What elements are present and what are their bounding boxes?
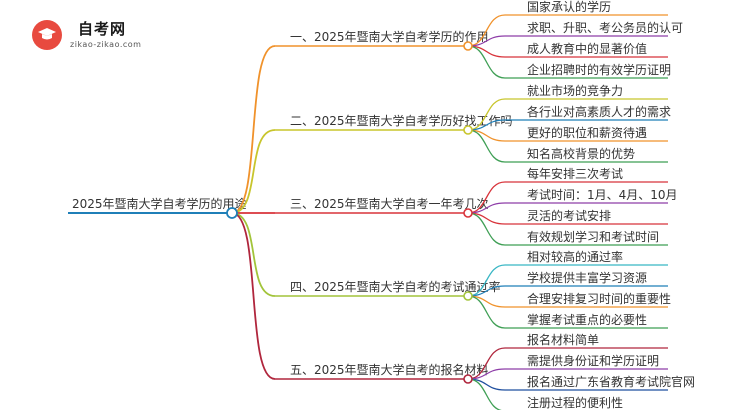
leaf-label: 灵活的考试安排 [527, 208, 611, 223]
root-node [226, 207, 238, 219]
branch-connector [231, 212, 276, 297]
leaf-connector [467, 45, 506, 79]
leaf-label: 需提供身份证和学历证明 [527, 353, 659, 368]
leaf-label: 掌握考试重点的必要性 [527, 312, 647, 327]
leaf-label: 国家承认的学历 [527, 0, 611, 14]
logo-title: 自考网 [78, 20, 127, 38]
branch-connector [231, 45, 276, 214]
leaf-label: 学校提供丰富学习资源 [527, 270, 647, 285]
site-logo[interactable]: 自考网 zikao-zikao.com [32, 16, 142, 56]
leaf-label: 相对较高的通过率 [527, 249, 623, 264]
logo-badge [32, 20, 62, 50]
leaf-connector [467, 212, 506, 246]
leaf-label: 有效规划学习和考试时间 [527, 229, 659, 244]
branch-node [463, 125, 473, 135]
root-label: 2025年暨南大学自考学历的用途 [72, 196, 247, 211]
branch-label: 二、2025年暨南大学自考学历好找工作吗 [290, 113, 513, 128]
leaf-connector [467, 129, 506, 163]
leaf-label: 报名材料简单 [527, 332, 599, 347]
leaf-label: 知名高校背景的优势 [527, 146, 635, 161]
leaf-label: 每年安排三次考试 [527, 166, 623, 181]
branch-connector [231, 129, 276, 214]
branch-label: 一、2025年暨南大学自考学历的作用 [290, 29, 489, 44]
leaf-label: 报名通过广东省教育考试院官网 [527, 374, 695, 389]
leaf-label: 注册过程的便利性 [527, 395, 623, 410]
leaf-label: 更好的职位和薪资待遇 [527, 125, 647, 140]
branch-label: 四、2025年暨南大学自考的考试通过率 [290, 279, 501, 294]
leaf-label: 合理安排复习时间的重要性 [527, 291, 671, 306]
leaf-label: 各行业对高素质人才的需求 [527, 104, 671, 119]
logo-subtitle: zikao-zikao.com [70, 40, 142, 49]
branch-connector [231, 212, 276, 380]
branch-node [463, 41, 473, 51]
leaf-label: 就业市场的竞争力 [527, 83, 623, 98]
leaf-label: 成人教育中的显著价值 [527, 41, 647, 56]
leaf-label: 求职、升职、考公务员的认可 [527, 20, 683, 35]
branch-node [463, 374, 473, 384]
leaf-connector [467, 295, 506, 329]
leaf-connector [467, 378, 504, 410]
graduation-cap-icon [38, 28, 56, 40]
leaf-label: 考试时间：1月、4月、10月 [527, 187, 678, 202]
branch-node [463, 291, 473, 301]
leaf-label: 企业招聘时的有效学历证明 [527, 62, 671, 77]
branch-node [463, 208, 473, 218]
branch-label: 三、2025年暨南大学自考一年考几次 [290, 196, 489, 211]
branch-label: 五、2025年暨南大学自考的报名材料 [290, 362, 489, 377]
